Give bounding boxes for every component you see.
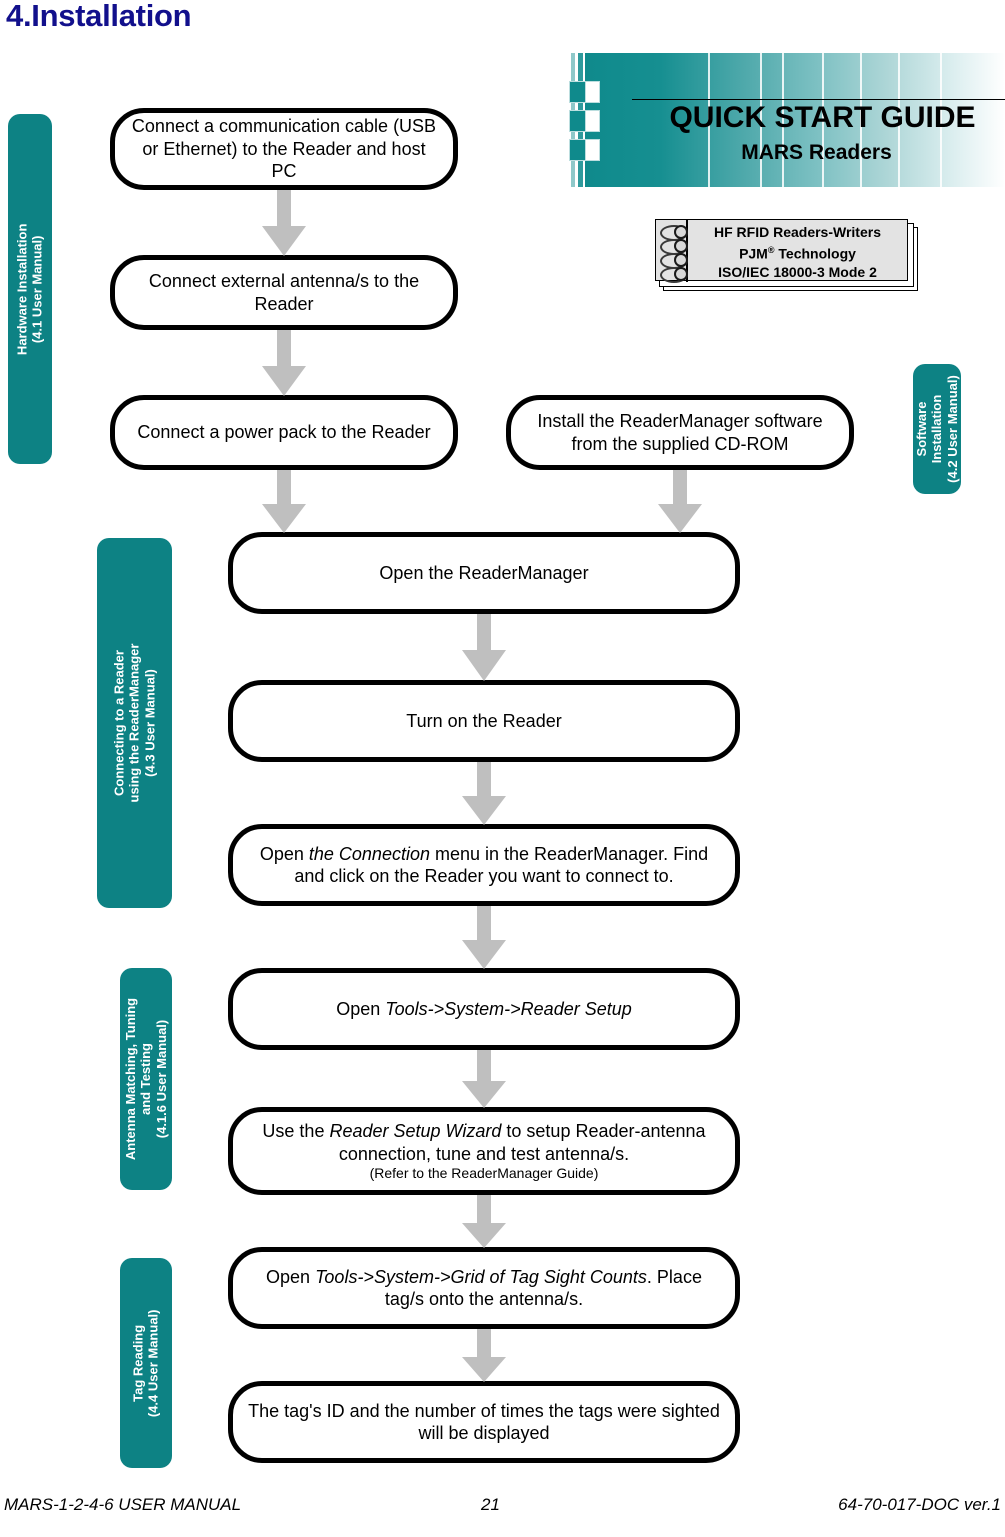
flow-step-open-tag-sight-grid[interactable]: Open Tools->System->Grid of Tag Sight Co… xyxy=(228,1247,740,1329)
flow-step-text: Open the Connection menu in the ReaderMa… xyxy=(247,843,721,888)
sidebar-tab-hardware-installation[interactable]: Hardware Installation(4.1 User Manual) xyxy=(8,114,52,464)
banner-stripe xyxy=(898,53,900,187)
text-post: menu in the ReaderManager. Find and clic… xyxy=(294,843,709,887)
badge-line-2: PJM® Technology xyxy=(688,241,907,263)
spiral-ring-icon xyxy=(660,267,688,283)
banner-square-icon xyxy=(585,139,600,161)
flow-step-connect-cable[interactable]: Connect a communication cable (USB or Et… xyxy=(110,108,458,190)
banner-stripe xyxy=(708,53,710,187)
text-post: . Place tag/s onto the antenna/s. xyxy=(384,1266,702,1310)
banner-subtitle: MARS Readers xyxy=(741,141,892,164)
header-banner: QUICK START GUIDE MARS Readers xyxy=(568,53,1005,187)
banner-stripe xyxy=(940,53,942,187)
footer-page-number: 21 xyxy=(481,1495,500,1514)
flow-step-tag-result[interactable]: The tag's ID and the number of times the… xyxy=(228,1381,740,1463)
flow-step-open-connection-menu[interactable]: Open the Connection menu in the ReaderMa… xyxy=(228,824,740,906)
flow-arrow-down-icon xyxy=(262,190,306,256)
flow-step-text: Install the ReaderManager software from … xyxy=(537,411,823,454)
flow-step-text: Use the Reader Setup Wizard to setup Rea… xyxy=(247,1120,721,1182)
footer-document-code: 64-70-017-DOC ver.1 xyxy=(838,1495,1001,1514)
flow-step-text: Turn on the Reader xyxy=(406,710,562,731)
flow-step-connect-antenna[interactable]: Connect external antenna/s to the Reader xyxy=(110,255,458,330)
sidebar-tab-tag-reading[interactable]: Tag Reading(4.4 User Manual) xyxy=(120,1258,172,1468)
flow-step-text: Connect a communication cable (USB or Et… xyxy=(131,116,437,182)
sidebar-tab-label: Tag Reading(4.4 User Manual) xyxy=(130,1309,161,1417)
badge-technology: Technology xyxy=(774,245,856,262)
flow-step-connect-power[interactable]: Connect a power pack to the Reader xyxy=(110,395,458,470)
flow-step-text: Open Tools->System->Reader Setup xyxy=(336,998,632,1021)
text-emphasis: Tools->System->Reader Setup xyxy=(385,998,632,1019)
flow-arrow-down-icon xyxy=(658,470,702,533)
flow-step-install-software[interactable]: Install the ReaderManager software from … xyxy=(506,395,854,470)
flow-arrow-down-icon xyxy=(462,1050,506,1108)
flow-step-note: (Refer to the ReaderManager Guide) xyxy=(369,1165,599,1182)
banner-title: QUICK START GUIDE xyxy=(669,101,976,134)
text-pre: Use the xyxy=(262,1121,330,1142)
flow-step-text: The tag's ID and the number of times the… xyxy=(248,1400,720,1444)
banner-stripe xyxy=(822,53,824,187)
spiral-ring-icon xyxy=(660,239,688,255)
registered-icon: ® xyxy=(767,245,775,255)
badge-rail xyxy=(686,220,688,282)
rfid-badge: HF RFID Readers-Writers PJM® Technology … xyxy=(655,219,918,291)
flow-arrow-down-icon xyxy=(262,470,306,533)
flow-arrow-down-icon xyxy=(462,762,506,825)
banner-stripe xyxy=(760,53,762,187)
flow-step-turn-on-reader[interactable]: Turn on the Reader xyxy=(228,680,740,762)
badge-surface: HF RFID Readers-Writers PJM® Technology … xyxy=(655,219,908,283)
flow-step-text: Connect external antenna/s to the Reader xyxy=(148,271,420,314)
flow-arrow-down-icon xyxy=(462,1329,506,1382)
banner-stripe xyxy=(782,53,784,187)
badge-text: HF RFID Readers-Writers PJM® Technology … xyxy=(688,223,907,281)
text-pre: Open xyxy=(336,998,386,1019)
flow-step-reader-setup-wizard[interactable]: Use the Reader Setup Wizard to setup Rea… xyxy=(228,1107,740,1195)
flow-step-open-reader-setup[interactable]: Open Tools->System->Reader Setup xyxy=(228,968,740,1050)
flow-step-text: Open the ReaderManager xyxy=(379,562,589,583)
flow-arrow-down-icon xyxy=(462,1195,506,1248)
text-post: to setup Reader-antenna connection, tune… xyxy=(338,1121,706,1164)
page-footer: MARS-1-2-4-6 USER MANUAL 21 64-70-017-DO… xyxy=(0,1495,1005,1525)
flow-arrow-down-icon xyxy=(262,330,306,396)
text-pre: Open xyxy=(259,843,309,864)
flow-step-open-readermanager[interactable]: Open the ReaderManager xyxy=(228,532,740,614)
banner-stripe xyxy=(860,53,862,187)
text-emphasis: Tools->System->Grid of Tag Sight Counts xyxy=(315,1266,647,1287)
flow-step-text: Connect a power pack to the Reader xyxy=(137,422,431,443)
badge-line-3: ISO/IEC 18000-3 Mode 2 xyxy=(718,263,877,280)
page-title: 4.Installation xyxy=(6,0,192,33)
sidebar-tab-label: Hardware Installation(4.1 User Manual) xyxy=(14,223,46,355)
flow-step-text: Open Tools->System->Grid of Tag Sight Co… xyxy=(247,1266,721,1311)
text-emphasis: Reader Setup Wizard xyxy=(329,1121,502,1142)
badge-line-1: HF RFID Readers-Writers xyxy=(713,224,881,240)
banner-square-icon xyxy=(585,81,600,103)
text-pre: Open xyxy=(266,1266,316,1287)
banner-square-icon xyxy=(585,110,600,132)
banner-gradient xyxy=(585,53,1005,187)
flow-arrow-down-icon xyxy=(462,614,506,681)
text-emphasis: the Connection xyxy=(308,843,430,864)
footer-document-name: MARS-1-2-4-6 USER MANUAL xyxy=(4,1495,242,1514)
banner-rule xyxy=(632,99,1005,100)
flow-arrow-down-icon xyxy=(462,906,506,969)
badge-pjm: PJM xyxy=(739,245,768,262)
